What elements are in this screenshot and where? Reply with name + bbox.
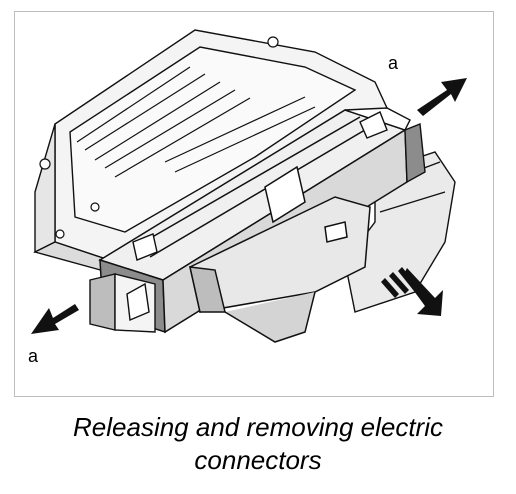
housing-ribs [76, 66, 316, 178]
connector-drawing [31, 29, 467, 343]
figure-caption: Releasing and removing electric connecto… [0, 411, 516, 477]
illustration-frame [14, 11, 494, 397]
mounting-holes [39, 36, 279, 239]
release-latch-left [89, 233, 158, 333]
callout-a-left: a [28, 346, 39, 366]
release-arrow-up-right-icon [417, 78, 467, 116]
release-latch-right [344, 107, 426, 184]
release-arrow-down-left-icon [31, 304, 79, 334]
connector-hood [189, 196, 371, 343]
caption-line-1: Releasing and removing electric [73, 412, 443, 442]
pull-out-dashed-arrow-icon [381, 267, 443, 316]
caption-line-2: connectors [194, 445, 322, 475]
callout-a-right: a [388, 53, 399, 73]
